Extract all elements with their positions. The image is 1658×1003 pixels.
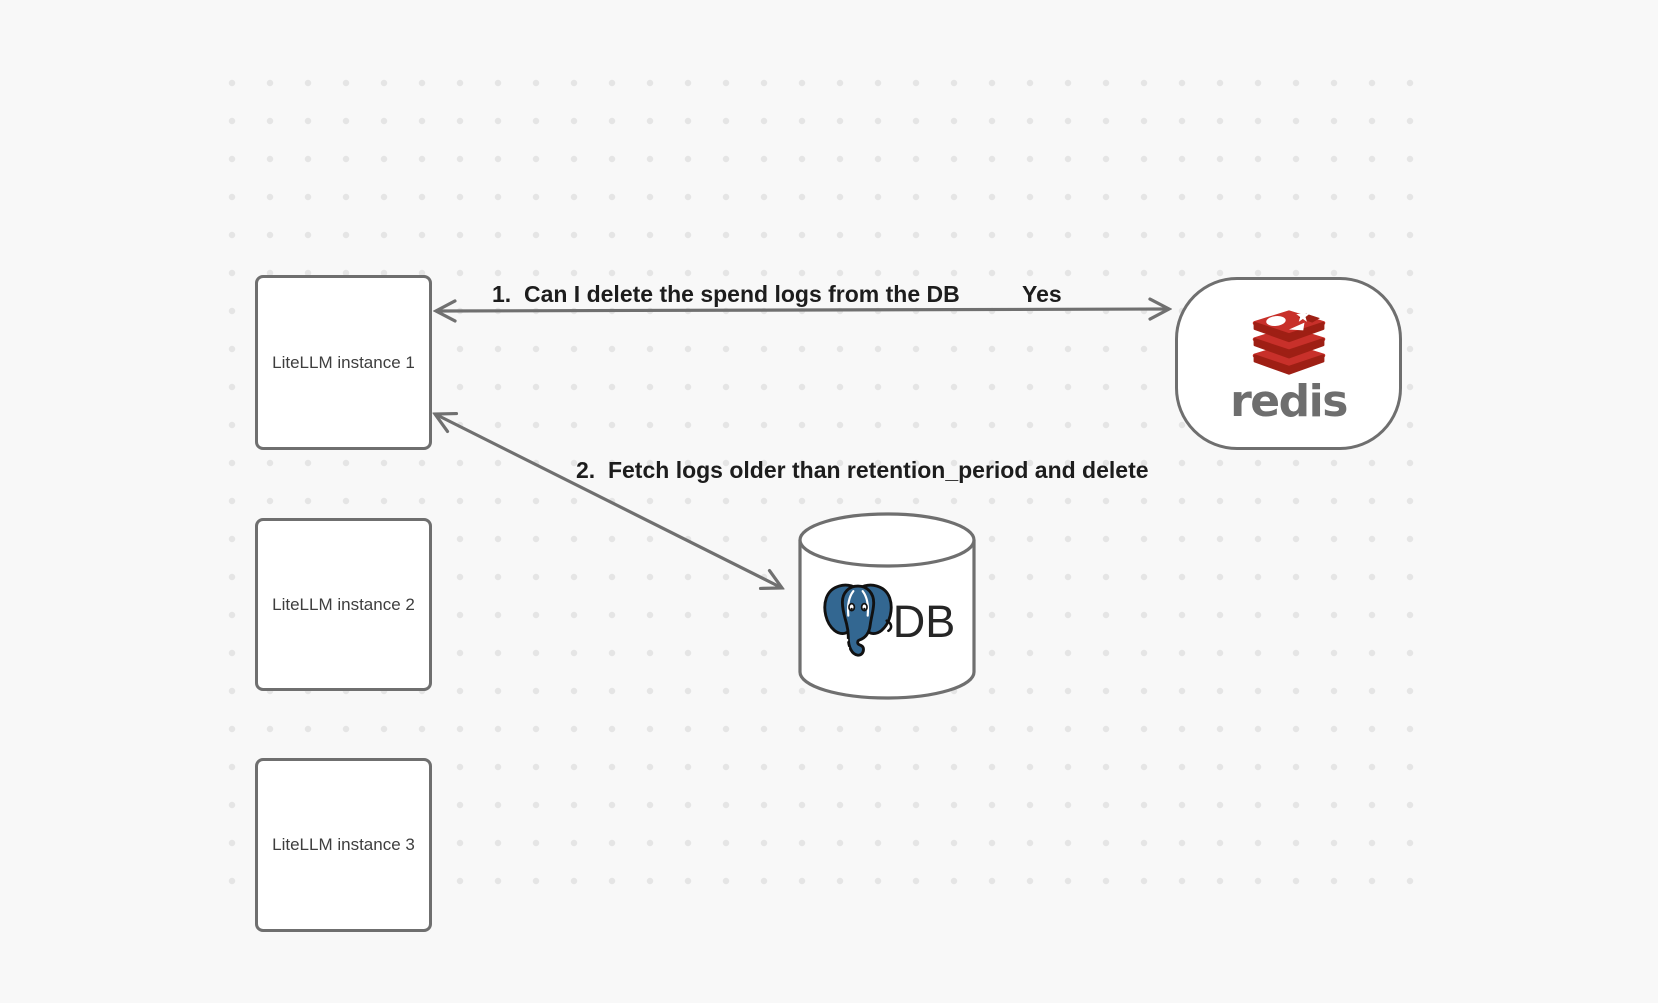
edge-label-fetch-delete: 2. Fetch logs older than retention_perio… — [576, 457, 1149, 483]
redis-wordmark: redis — [1230, 375, 1348, 427]
redis-ellipse-facet — [1265, 315, 1286, 326]
node-litellm-instance-2: LiteLLM instance 2 — [255, 518, 432, 691]
arrow-litellm-db — [435, 414, 782, 588]
node-redis: redis — [1175, 277, 1402, 450]
redis-triangle-facet — [1288, 322, 1304, 330]
redis-logo-icon — [1252, 309, 1325, 375]
postgresql-elephant-icon — [823, 583, 893, 657]
edge-label-spend-logs-question: 1. Can I delete the spend logs from the … — [492, 281, 960, 307]
edge-response-yes: Yes — [1022, 281, 1062, 307]
arrow-litellm-redis — [436, 309, 1169, 311]
node-litellm-instance-1: LiteLLM instance 1 — [255, 275, 432, 450]
node-label: LiteLLM instance 3 — [272, 835, 415, 854]
node-litellm-instance-3: LiteLLM instance 3 — [255, 758, 432, 932]
database-node-content: DB — [798, 576, 976, 666]
database-label: DB — [892, 595, 956, 647]
node-label: LiteLLM instance 1 — [272, 352, 415, 372]
node-label: LiteLLM instance 2 — [272, 594, 415, 614]
redis-star-facet — [1295, 309, 1309, 322]
